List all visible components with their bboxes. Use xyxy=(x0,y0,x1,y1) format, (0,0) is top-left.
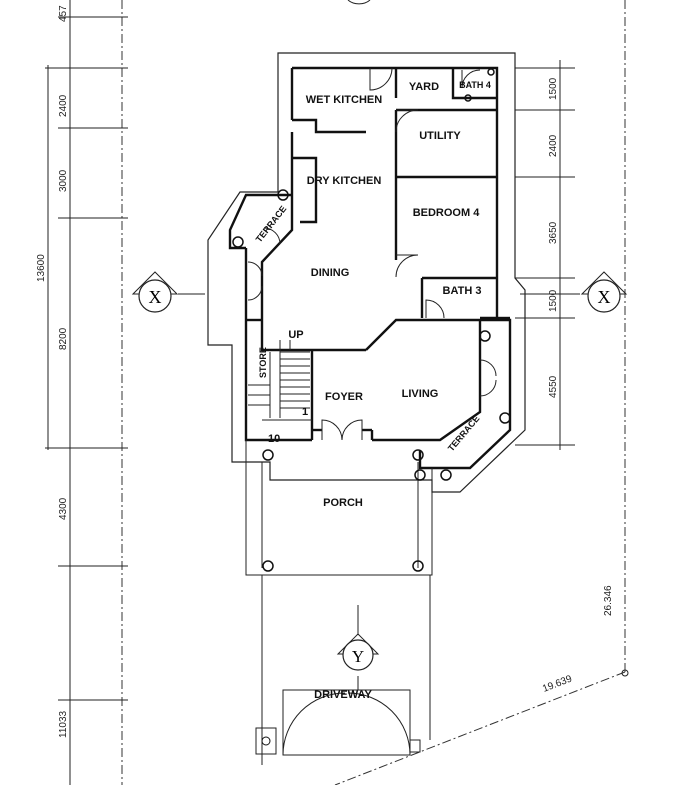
elevation-marker xyxy=(336,605,380,690)
section-marker-right xyxy=(520,271,628,313)
room-label-foyer: FOYER xyxy=(325,391,363,403)
stair-up-label: UP xyxy=(288,329,303,341)
plot-boundary xyxy=(121,0,629,785)
boundary-length-diagonal: 19.639 xyxy=(541,673,574,694)
section-marker-right-label: X xyxy=(598,287,611,307)
dimension-left-8200: 8200 xyxy=(58,327,69,350)
room-label-utility: UTILITY xyxy=(419,130,461,142)
dimension-right-1500-bottom: 1500 xyxy=(548,289,559,312)
building-walls xyxy=(244,66,499,442)
doors xyxy=(247,67,497,441)
boundary-length-side: 26.346 xyxy=(603,585,614,616)
plinth-outline xyxy=(207,52,526,493)
columns xyxy=(232,68,511,572)
dimension-left-457: 457 xyxy=(58,5,69,22)
left-dimension-chain xyxy=(45,0,128,785)
dimension-left-2400: 2400 xyxy=(58,94,69,117)
room-label-bath-3: BATH 3 xyxy=(443,285,482,297)
section-marker-left-label: X xyxy=(149,287,162,307)
dimension-left-3000: 3000 xyxy=(58,169,69,192)
right-dimension-chain xyxy=(515,60,575,450)
staircase xyxy=(248,340,312,421)
terrace-top-outline xyxy=(228,193,292,250)
dimension-left-13600: 13600 xyxy=(36,254,47,282)
room-label-driveway: DRIVEWAY xyxy=(314,689,372,701)
dimension-left-4300: 4300 xyxy=(58,497,69,520)
elevation-marker-label: Y xyxy=(352,647,364,666)
stair-first-step: 1 xyxy=(302,406,308,418)
dimension-right-4550: 4550 xyxy=(548,375,559,398)
room-label-yard: YARD xyxy=(409,81,439,93)
dimension-right-1500-top: 1500 xyxy=(548,77,559,100)
driveway-outline xyxy=(255,575,431,765)
dimension-left-11033: 11033 xyxy=(58,710,69,738)
room-label-bedroom-4: BEDROOM 4 xyxy=(413,207,481,219)
dimension-right-3650: 3650 xyxy=(548,221,559,244)
room-label-dining: DINING xyxy=(311,267,350,279)
room-label-porch: PORCH xyxy=(323,497,363,509)
terrace-bottom-outline xyxy=(418,316,512,470)
stair-last-step: 10 xyxy=(268,433,280,445)
room-label-dry-kitchen: DRY KITCHEN xyxy=(307,175,382,187)
dimension-right-2400: 2400 xyxy=(548,134,559,157)
top-marker-fragment xyxy=(347,0,371,5)
section-marker-left xyxy=(131,271,205,313)
room-label-bath-4: BATH 4 xyxy=(459,80,491,90)
room-label-living: LIVING xyxy=(402,388,439,400)
room-label-store: STORE xyxy=(258,347,268,378)
room-label-wet-kitchen: WET KITCHEN xyxy=(306,94,382,106)
